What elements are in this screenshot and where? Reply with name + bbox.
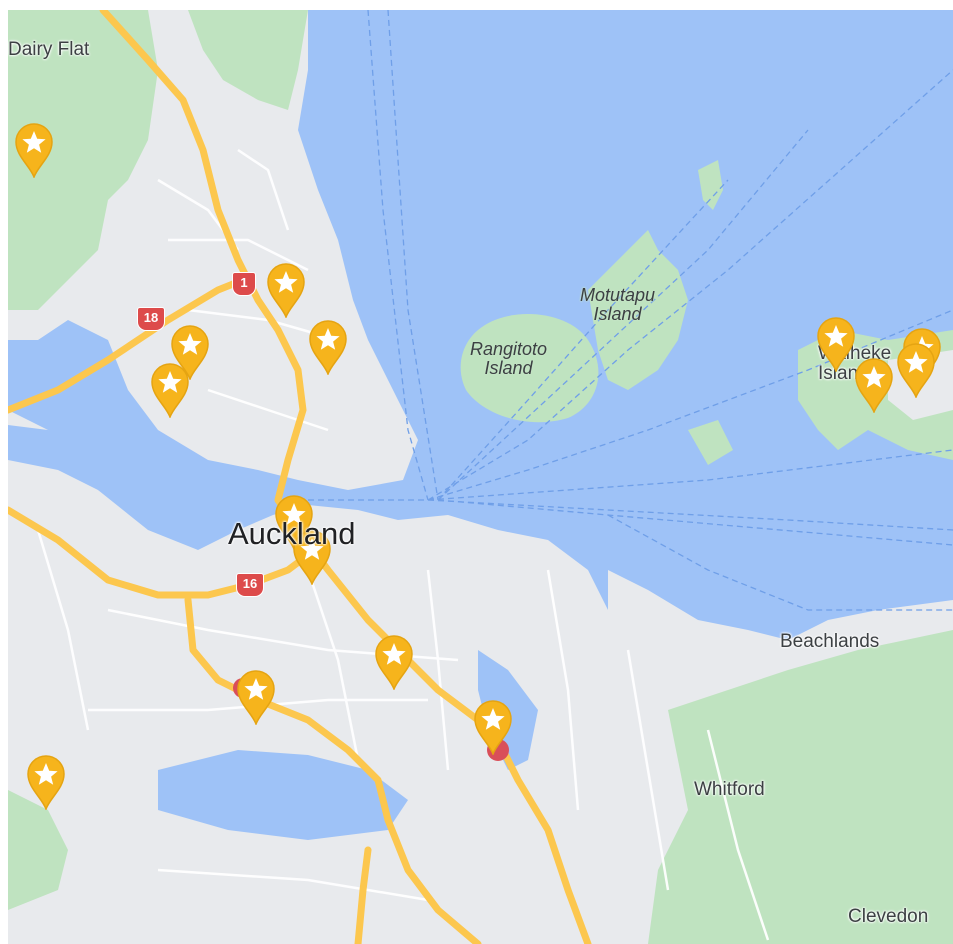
star-pin-icon[interactable] bbox=[372, 634, 416, 690]
star-pin-icon[interactable] bbox=[852, 357, 896, 413]
highway-shield-1: 1 bbox=[232, 272, 256, 296]
harbour-south bbox=[158, 750, 408, 840]
map-canvas[interactable] bbox=[8, 10, 953, 944]
place-label-dairy-flat: Dairy Flat bbox=[8, 39, 90, 60]
highway-shield-16: 16 bbox=[236, 573, 264, 597]
park-north-west bbox=[8, 10, 158, 310]
place-label-beachlands: Beachlands bbox=[780, 631, 880, 652]
place-label-auckland: Auckland bbox=[228, 516, 356, 551]
major-roads bbox=[8, 10, 592, 944]
harbour-west bbox=[8, 425, 268, 535]
star-pin-icon[interactable] bbox=[148, 362, 192, 418]
star-pin-icon[interactable] bbox=[12, 122, 56, 178]
ferry-routes bbox=[308, 10, 953, 611]
star-pin-icon[interactable] bbox=[24, 754, 68, 810]
star-pin-icon[interactable] bbox=[272, 494, 316, 550]
park-south-west bbox=[8, 790, 68, 910]
highway-shield-18: 18 bbox=[137, 307, 165, 331]
small-island-1 bbox=[698, 160, 723, 210]
map-view[interactable]: 1 18 16 Dairy Flat Rangitoto Island Motu… bbox=[8, 10, 953, 944]
star-pin-icon[interactable] bbox=[814, 316, 858, 372]
place-label-motutapu: Motutapu Island bbox=[580, 285, 656, 324]
star-pin-icon[interactable] bbox=[290, 529, 334, 585]
park-east bbox=[648, 630, 953, 944]
star-pin-icon[interactable] bbox=[894, 342, 938, 398]
star-pin-icon[interactable] bbox=[234, 669, 278, 725]
star-pin-icon[interactable] bbox=[168, 324, 212, 380]
place-label-clevedon: Clevedon bbox=[848, 906, 929, 927]
place-label-whitford: Whitford bbox=[694, 779, 765, 800]
star-pin-icon[interactable] bbox=[306, 319, 350, 375]
place-label-rangitoto: Rangitoto Island bbox=[470, 339, 548, 378]
star-pin-icon[interactable] bbox=[471, 699, 515, 755]
park-north bbox=[188, 10, 308, 110]
rangitoto-island bbox=[460, 313, 599, 423]
small-island-2 bbox=[688, 420, 733, 465]
star-pin-icon[interactable] bbox=[264, 262, 308, 318]
motutapu-island bbox=[588, 230, 688, 390]
